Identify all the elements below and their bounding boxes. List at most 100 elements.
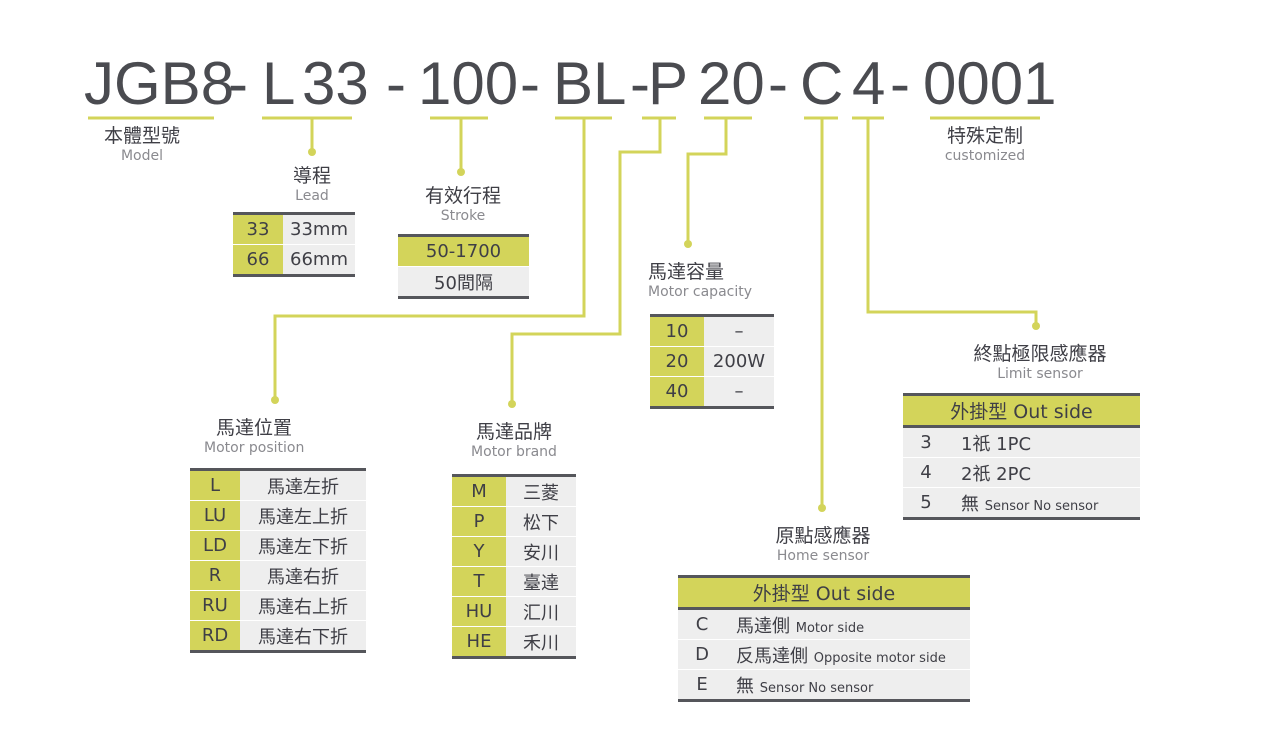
motor-position-label: 馬達位置 Motor position	[192, 417, 322, 456]
option-value: 禾川	[506, 626, 576, 659]
code-customized: 0001	[923, 50, 1057, 117]
table-row: 50-1700	[398, 234, 529, 267]
lead-label-zh: 導程	[292, 165, 331, 187]
motor-capacity-label-en: Motor capacity	[648, 283, 753, 300]
option-value: 無 Sensor No sensor	[726, 669, 970, 702]
motor-capacity-label: 馬達容量 Motor capacity	[648, 261, 768, 300]
customized-label-zh: 特殊定制	[946, 125, 1023, 147]
table-row: E 無 Sensor No sensor	[678, 669, 970, 702]
option-code: 20	[650, 346, 704, 377]
stroke-label-zh: 有效行程	[424, 185, 501, 207]
option-value: 馬達左上折	[240, 500, 366, 531]
limit-sensor-label-zh: 終點極限感應器	[973, 343, 1107, 365]
option-code: RU	[190, 590, 240, 621]
limit-sensor-table: 外掛型 Out side 3 1祇 1PC 4 2祇 2PC 5 無 Senso…	[903, 393, 1140, 520]
motor-position-label-en: Motor position	[204, 439, 305, 456]
option-code: E	[678, 669, 726, 702]
option-code: T	[452, 566, 506, 597]
option-value: 三菱	[506, 474, 576, 507]
table-row: 20 200W	[650, 346, 774, 377]
option-code: 3	[903, 426, 949, 458]
motor-capacity-label-zh: 馬達容量	[648, 261, 725, 283]
table-row: D 反馬達側 Opposite motor side	[678, 639, 970, 670]
option-value: 馬達側 Motor side	[726, 608, 970, 640]
home-sensor-label-zh: 原點感應器	[775, 525, 871, 547]
option-code: LD	[190, 530, 240, 561]
code-c: C	[800, 50, 844, 117]
stroke-table: 50-1700 50間隔	[398, 234, 529, 299]
option-code: HU	[452, 596, 506, 627]
code-capacity: 20	[698, 50, 765, 117]
limit-sensor-label-en: Limit sensor	[997, 365, 1083, 382]
option-value: 臺達	[506, 566, 576, 597]
option-code: 66	[233, 244, 283, 277]
table-row: 33 33mm	[233, 212, 355, 245]
stroke-label: 有效行程 Stroke	[398, 185, 528, 224]
option-code: 40	[650, 376, 704, 409]
motor-brand-label-zh: 馬達品牌	[475, 421, 552, 443]
option-value: 馬達右上折	[240, 590, 366, 621]
code-l: L	[262, 50, 296, 117]
code-4: 4	[852, 50, 886, 117]
option-value: 66mm	[283, 244, 355, 277]
option-code: 33	[233, 212, 283, 245]
home-sensor-table: 外掛型 Out side C 馬達側 Motor side D 反馬達側 Opp…	[678, 575, 970, 702]
table-row: 4 2祇 2PC	[903, 457, 1140, 488]
code-dash-6: -	[890, 50, 910, 117]
model-label-en: Model	[120, 147, 164, 164]
option-value: 安川	[506, 536, 576, 567]
customized-label: 特殊定制 customized	[930, 125, 1040, 164]
option-code: 4	[903, 457, 949, 488]
option-value: 33mm	[283, 212, 355, 245]
option-value: 無 Sensor No sensor	[949, 487, 1140, 520]
option-code: 50-1700	[398, 234, 529, 267]
option-code: P	[452, 506, 506, 537]
table-row: 5 無 Sensor No sensor	[903, 487, 1140, 520]
option-value: 反馬達側 Opposite motor side	[726, 639, 970, 670]
code-dash-3: -	[520, 50, 540, 117]
option-value: 松下	[506, 506, 576, 537]
option-value: 馬達右折	[240, 560, 366, 591]
option-code: C	[678, 608, 726, 640]
motor-brand-label: 馬達品牌 Motor brand	[452, 421, 576, 460]
option-code: 10	[650, 314, 704, 347]
code-dash-2: -	[386, 50, 406, 117]
option-value: 2祇 2PC	[949, 457, 1140, 488]
limit-sensor-label: 終點極限感應器 Limit sensor	[950, 343, 1130, 382]
home-sensor-header: 外掛型 Out side	[678, 575, 970, 610]
option-code: HE	[452, 626, 506, 659]
table-row: 10 –	[650, 314, 774, 347]
option-value: 汇川	[506, 596, 576, 627]
option-value: 200W	[704, 346, 774, 377]
customized-label-en: customized	[944, 147, 1026, 164]
option-value: –	[704, 376, 774, 409]
option-value: 1祇 1PC	[949, 426, 1140, 458]
limit-sensor-header: 外掛型 Out side	[903, 393, 1140, 428]
table-row: 66 66mm	[233, 244, 355, 277]
option-code: D	[678, 639, 726, 670]
code-dash-1: -	[228, 50, 248, 117]
code-bl: BL	[553, 50, 627, 117]
option-value: 馬達左下折	[240, 530, 366, 561]
model-label: 本體型號 Model	[92, 125, 192, 164]
code-p: P	[648, 50, 689, 117]
motor-brand-label-en: Motor brand	[471, 443, 557, 460]
table-row: 50間隔	[398, 266, 529, 299]
option-code: M	[452, 474, 506, 507]
code-dash-5: -	[768, 50, 788, 117]
option-code: Y	[452, 536, 506, 567]
option-code: 5	[903, 487, 949, 520]
option-code: R	[190, 560, 240, 591]
option-value: 50間隔	[398, 266, 529, 299]
